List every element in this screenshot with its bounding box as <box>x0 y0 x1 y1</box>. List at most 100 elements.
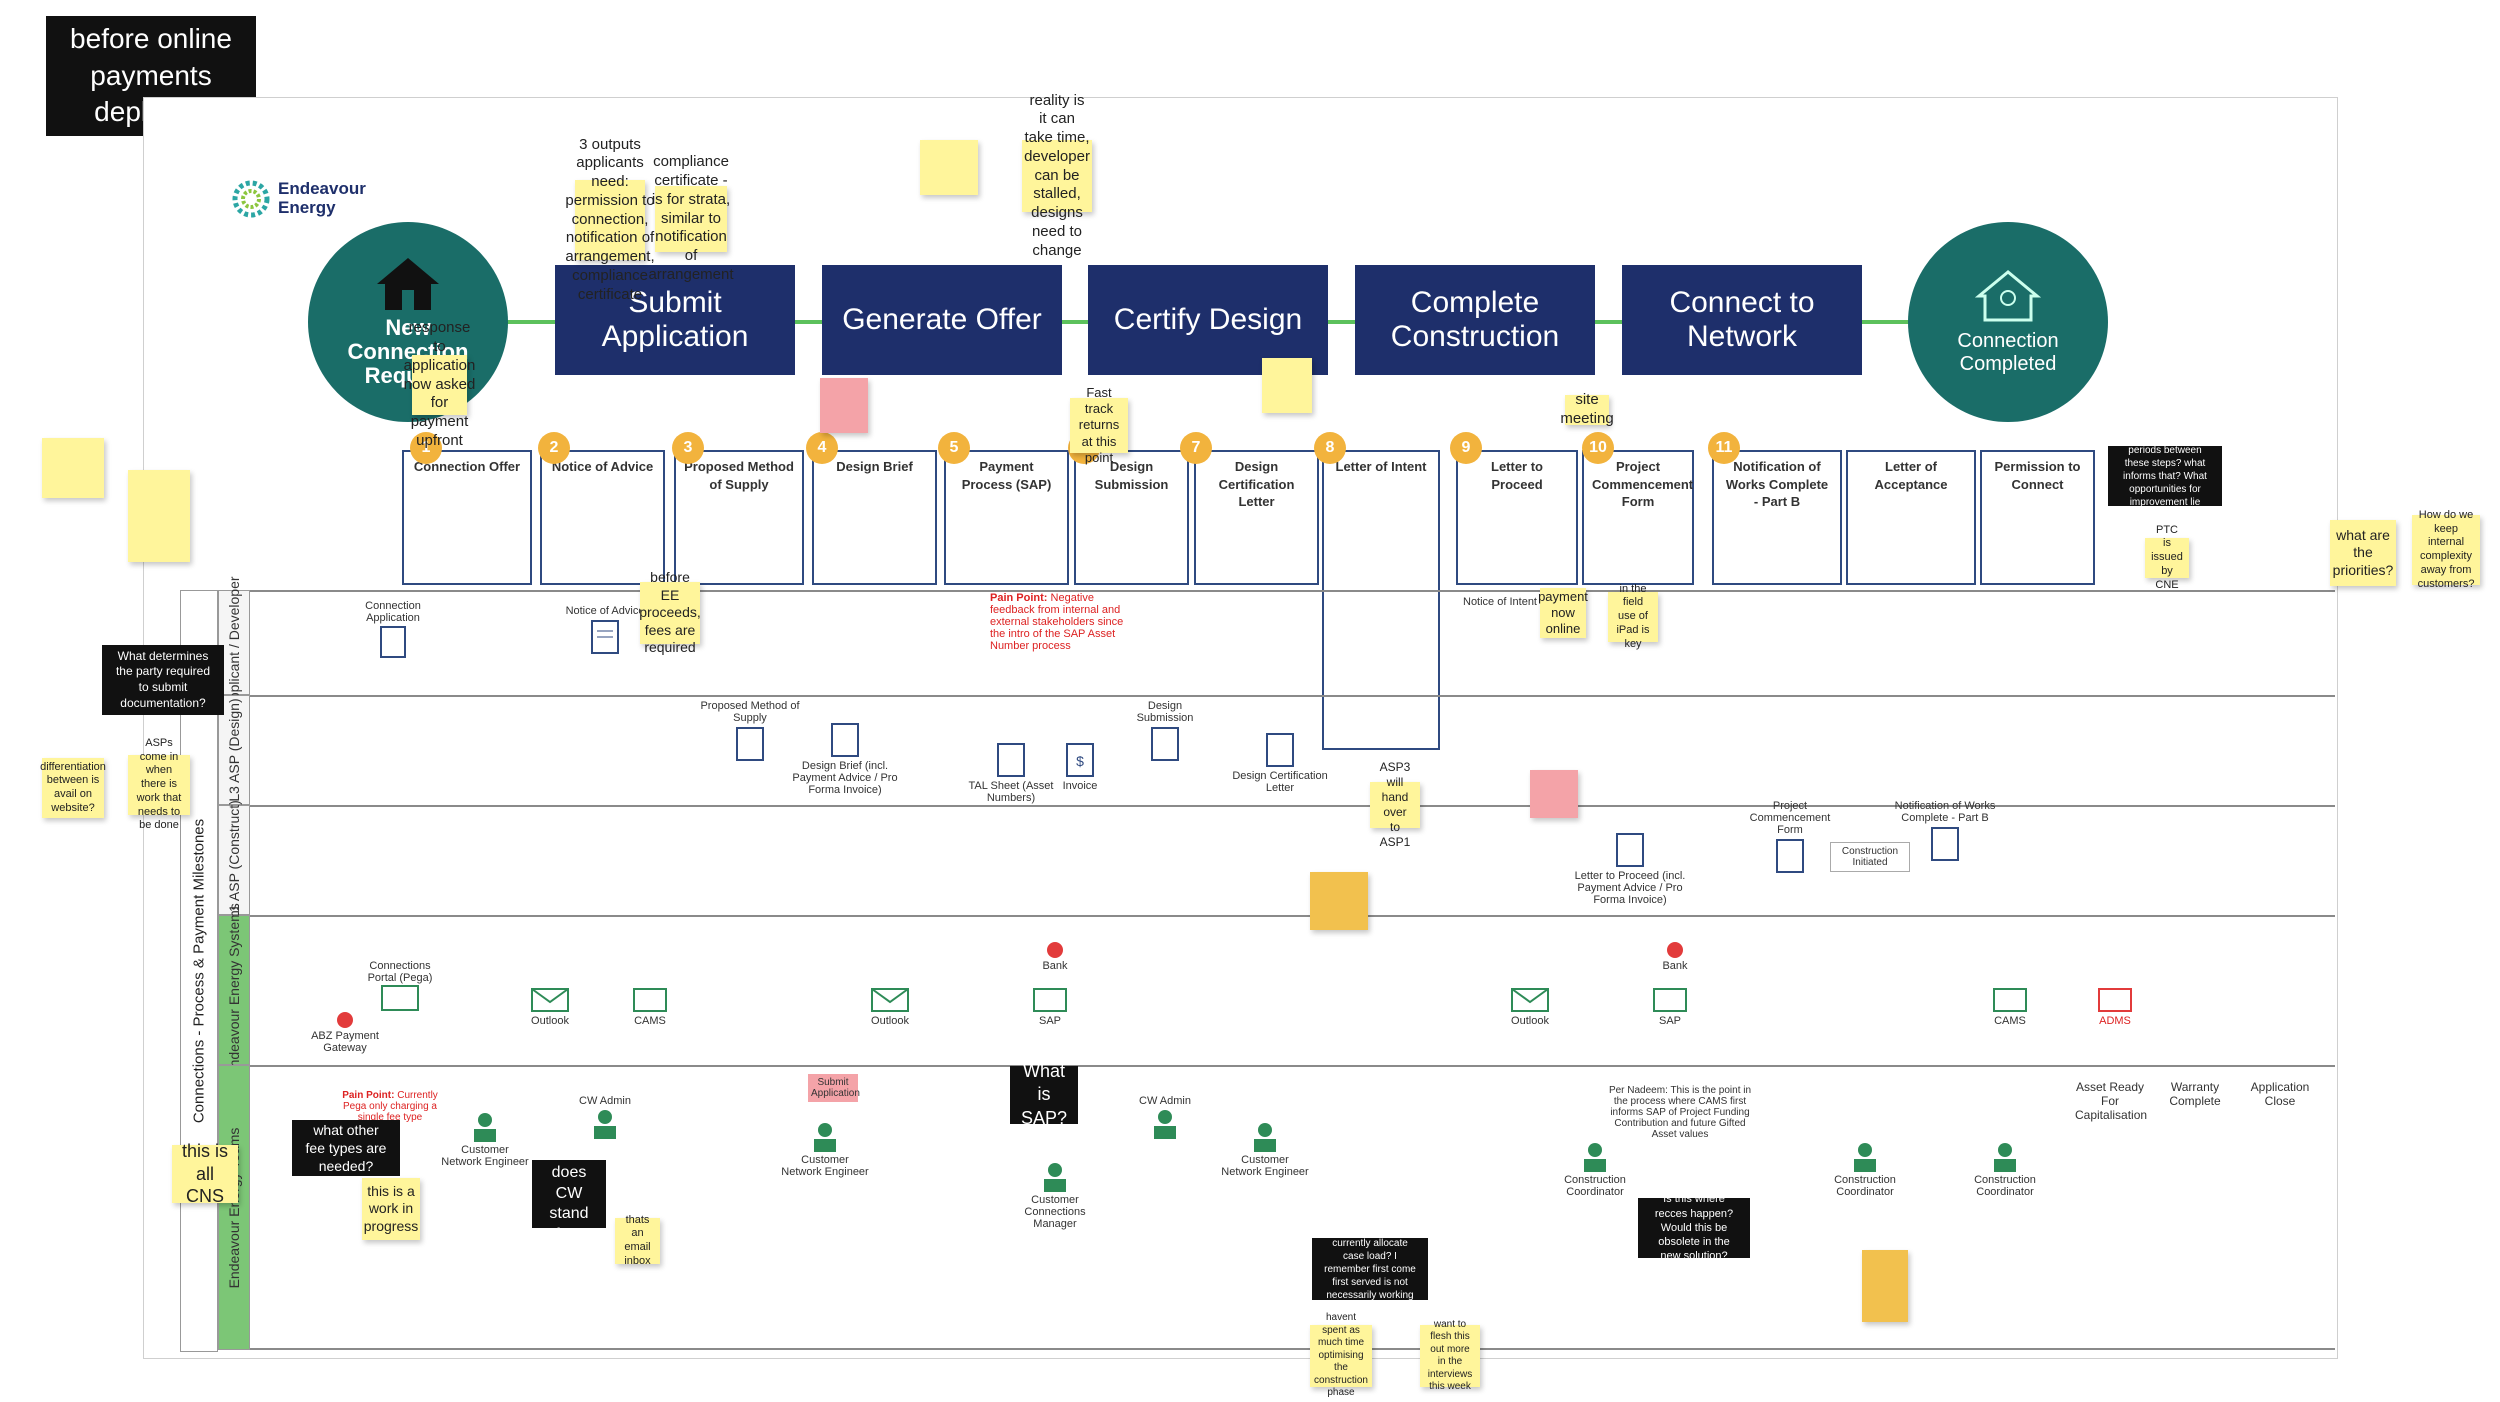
step-card-3: Proposed Method of Supply <box>674 450 804 585</box>
invoice-item: $ Invoice <box>1050 740 1110 792</box>
step-card-12: Letter of Acceptance <box>1846 450 1976 585</box>
sticky-work-in-progress: this is a work in progress <box>362 1178 420 1240</box>
step-card-13: Permission to Connect <box>1980 450 2095 585</box>
step-card-11: Notification of Works Complete - Part B <box>1712 450 1842 585</box>
pain-point-sap: Pain Point: Negative feedback from inter… <box>990 592 1124 652</box>
brand-name-line1: Endeavour <box>278 179 366 198</box>
sticky-compliance: compliance certificate - is for strata, … <box>648 153 733 283</box>
stage-connection-completed: Connection Completed <box>1908 222 2108 422</box>
sticky-pink-1 <box>820 378 868 433</box>
design-cert-letter-item: Design Certification Letter <box>1230 730 1330 794</box>
document-icon <box>1151 727 1179 761</box>
dark-what-is-sap: What is SAP? <box>1010 1061 1078 1128</box>
email-icon <box>871 988 909 1012</box>
document-icon <box>380 626 406 658</box>
sticky-want-to-flesh: want to flesh this out more in the inter… <box>1420 1319 1480 1392</box>
step-number-5: 5 <box>938 432 970 464</box>
asset-ready-label: Asset Ready For Capitalisation <box>2075 1080 2148 1122</box>
gateway-icon <box>337 1012 353 1028</box>
dark-what-determines: What determines the party required to su… <box>102 645 224 715</box>
sticky-asp3-hand-over: ASP3 will hand over to ASP1 <box>1370 760 1420 849</box>
step-number-8: 8 <box>1314 432 1346 464</box>
sap-node-1: SAP <box>1020 985 1080 1027</box>
bank-icon <box>1047 942 1063 958</box>
proposed-mos-item: Proposed Method of Supply <box>700 700 800 764</box>
connections-portal: Connections Portal (Pega) <box>355 960 445 1014</box>
document-icon <box>997 743 1025 777</box>
team-cw-admin-1: CW Admin <box>570 1095 640 1141</box>
application-close-label: Application Close <box>2250 1080 2310 1108</box>
outlook-node-2: Outlook <box>860 985 920 1027</box>
stage-connect-network: Connect to Network <box>1622 265 1862 375</box>
sticky-asps-come-in: ASPs come in when there is work that nee… <box>128 737 190 831</box>
dark-time-periods: what are the time periods between these … <box>2108 432 2222 521</box>
sticky-cluster-3 <box>42 438 104 498</box>
person-icon <box>814 1123 836 1152</box>
document-icon <box>831 723 859 757</box>
lane-label-systems: Endeavour Energy Systems <box>218 903 250 1077</box>
step-card-1: Connection Offer <box>402 450 532 585</box>
sap-node-2: SAP <box>1640 985 1700 1027</box>
adms-icon <box>2098 988 2132 1012</box>
letter-to-proceed-item: Letter to Proceed (incl. Payment Advice … <box>1570 830 1690 906</box>
sticky-gold-2 <box>1862 1250 1908 1322</box>
sticky-ptc-issued: PTC is issued by CNE <box>2145 524 2189 591</box>
stage-connection-completed-label: Connection Completed <box>1957 330 2059 375</box>
design-submission-item: Design Submission <box>1120 700 1210 764</box>
cams-node-1: CAMS <box>620 985 680 1027</box>
step-card-4: Design Brief <box>812 450 937 585</box>
svg-text:$: $ <box>1076 753 1084 769</box>
document-icon <box>736 727 764 761</box>
notice-of-intent-item: Notice of Intent <box>1463 596 1537 608</box>
sticky-reality: reality is it can take time, developer c… <box>1022 92 1092 259</box>
document-icon <box>1776 839 1804 873</box>
bank-node-2: Bank <box>1650 940 1700 972</box>
lane-label-teams: Endeavour Energy Teams <box>218 1065 250 1350</box>
person-icon <box>474 1113 496 1142</box>
sticky-three-outputs: 3 outputs applicants need: permission to… <box>565 136 655 303</box>
stage-certify-design: Certify Design <box>1088 265 1328 375</box>
sticky-gold-1 <box>1310 872 1368 930</box>
email-icon <box>531 988 569 1012</box>
sticky-what-are-priorities: what are the priorities? <box>2330 520 2396 586</box>
stage-complete-construction: Complete Construction <box>1355 265 1595 375</box>
step-card-10: Project Commencement Form <box>1582 450 1694 585</box>
bank-icon <box>1667 942 1683 958</box>
cams-node-2: CAMS <box>1980 985 2040 1027</box>
house-icon <box>377 257 439 310</box>
step-number-9: 9 <box>1450 432 1482 464</box>
stage-submit-application: Submit Application <box>555 265 795 375</box>
email-icon <box>1511 988 1549 1012</box>
person-icon <box>1154 1110 1176 1139</box>
stage-generate-offer: Generate Offer <box>822 265 1062 375</box>
lane-outer-label: Connections - Process & Payment Mileston… <box>180 590 218 1352</box>
sticky-payment-online: payment now online <box>1538 588 1588 638</box>
adms-node: ADMS <box>2085 985 2145 1027</box>
project-commencement-item: Project Commencement Form <box>1740 800 1840 876</box>
construction-initiated-box: Construction Initiated <box>1830 842 1910 872</box>
sticky-differentiation: differentiation between is avail on webs… <box>40 758 106 818</box>
person-icon <box>1994 1143 2016 1172</box>
step-number-2: 2 <box>538 432 570 464</box>
person-icon <box>1854 1143 1876 1172</box>
endeavour-logo-icon <box>232 180 270 218</box>
per-nadeem-note: Per Nadeem: This is the point in the pro… <box>1608 1085 1752 1140</box>
person-icon <box>1584 1143 1606 1172</box>
step-number-10: 10 <box>1582 432 1614 464</box>
sticky-thats-an-email: thats an email inbox <box>615 1214 660 1267</box>
dark-is-this-recces: Is this where recces happen? Would this … <box>1638 1193 1750 1262</box>
person-icon <box>1254 1123 1276 1152</box>
lane-teams <box>250 1065 2335 1350</box>
outlook-node-1: Outlook <box>520 985 580 1027</box>
connection-application-item: Connection Application <box>348 600 438 660</box>
sap-icon <box>1033 988 1067 1012</box>
design-brief-item: Design Brief (incl. Payment Advice / Pro… <box>790 720 900 796</box>
step-card-6: Design Submission <box>1074 450 1189 585</box>
team-construction-coordinator-2: Construction Coordinator <box>1820 1140 1910 1198</box>
notification-works-item: Notification of Works Complete - Part B <box>1890 800 2000 864</box>
team-construction-coordinator-1: Construction Coordinator <box>1550 1140 1640 1198</box>
step-card-9: Letter to Proceed <box>1456 450 1578 585</box>
step-number-3: 3 <box>672 432 704 464</box>
sticky-response-to: response to application now asked for pa… <box>404 319 476 449</box>
lane-l1 <box>250 805 2335 915</box>
